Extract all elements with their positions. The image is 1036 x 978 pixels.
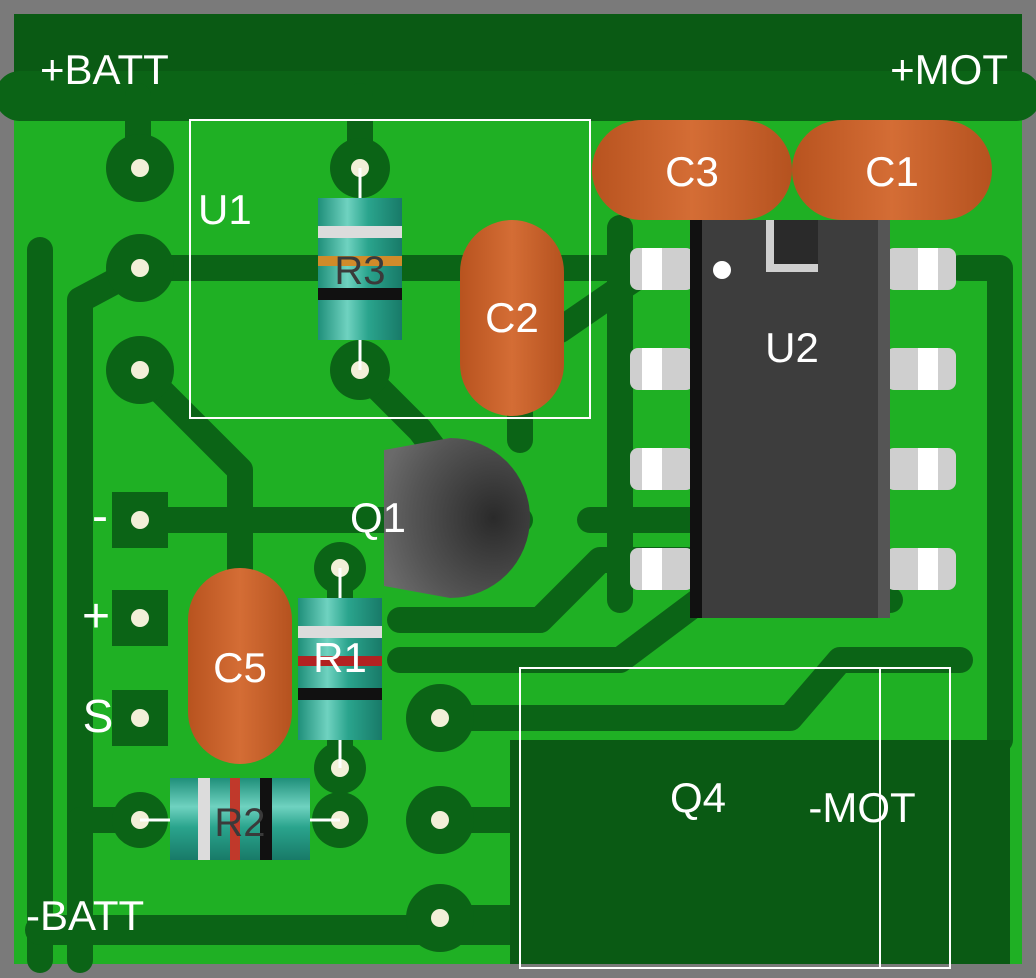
label-batt-pos: +BATT (40, 46, 169, 93)
label-minus: - (92, 490, 108, 543)
q4-pad-area (510, 740, 1010, 964)
capacitor-c5: C5 (188, 568, 292, 764)
q4-outline (519, 667, 951, 969)
label-q4: Q4 (670, 774, 726, 821)
label-u1: U1 (198, 186, 252, 233)
r2-label: R2 (214, 801, 265, 845)
u1-outline (189, 119, 591, 419)
label-mot-pos: +MOT (890, 46, 1008, 93)
c2-label: C2 (485, 294, 539, 341)
label-mot-neg: -MOT (808, 784, 915, 831)
resistor-r2: R2 (170, 778, 310, 860)
q1-label: Q1 (350, 494, 406, 541)
resistor-r3: R3 (318, 198, 402, 340)
capacitor-c3: C3 (592, 120, 792, 220)
capacitor-c2: C2 (460, 220, 564, 416)
capacitor-c1: C1 (792, 120, 992, 220)
r1-label: R1 (313, 634, 367, 681)
u2-label: U2 (765, 324, 819, 371)
c3-label: C3 (665, 148, 719, 195)
transistor-q1: Q1 (350, 438, 530, 598)
label-batt-neg: -BATT (26, 892, 144, 939)
label-signal: S (83, 690, 114, 742)
resistor-r1: R1 (298, 598, 382, 740)
r3-label: R3 (334, 249, 385, 293)
c1-label: C1 (865, 148, 919, 195)
label-plus: + (82, 590, 110, 643)
c5-label: C5 (213, 644, 267, 691)
ic-u2: U2 (630, 220, 956, 618)
u2-notch (766, 220, 818, 272)
